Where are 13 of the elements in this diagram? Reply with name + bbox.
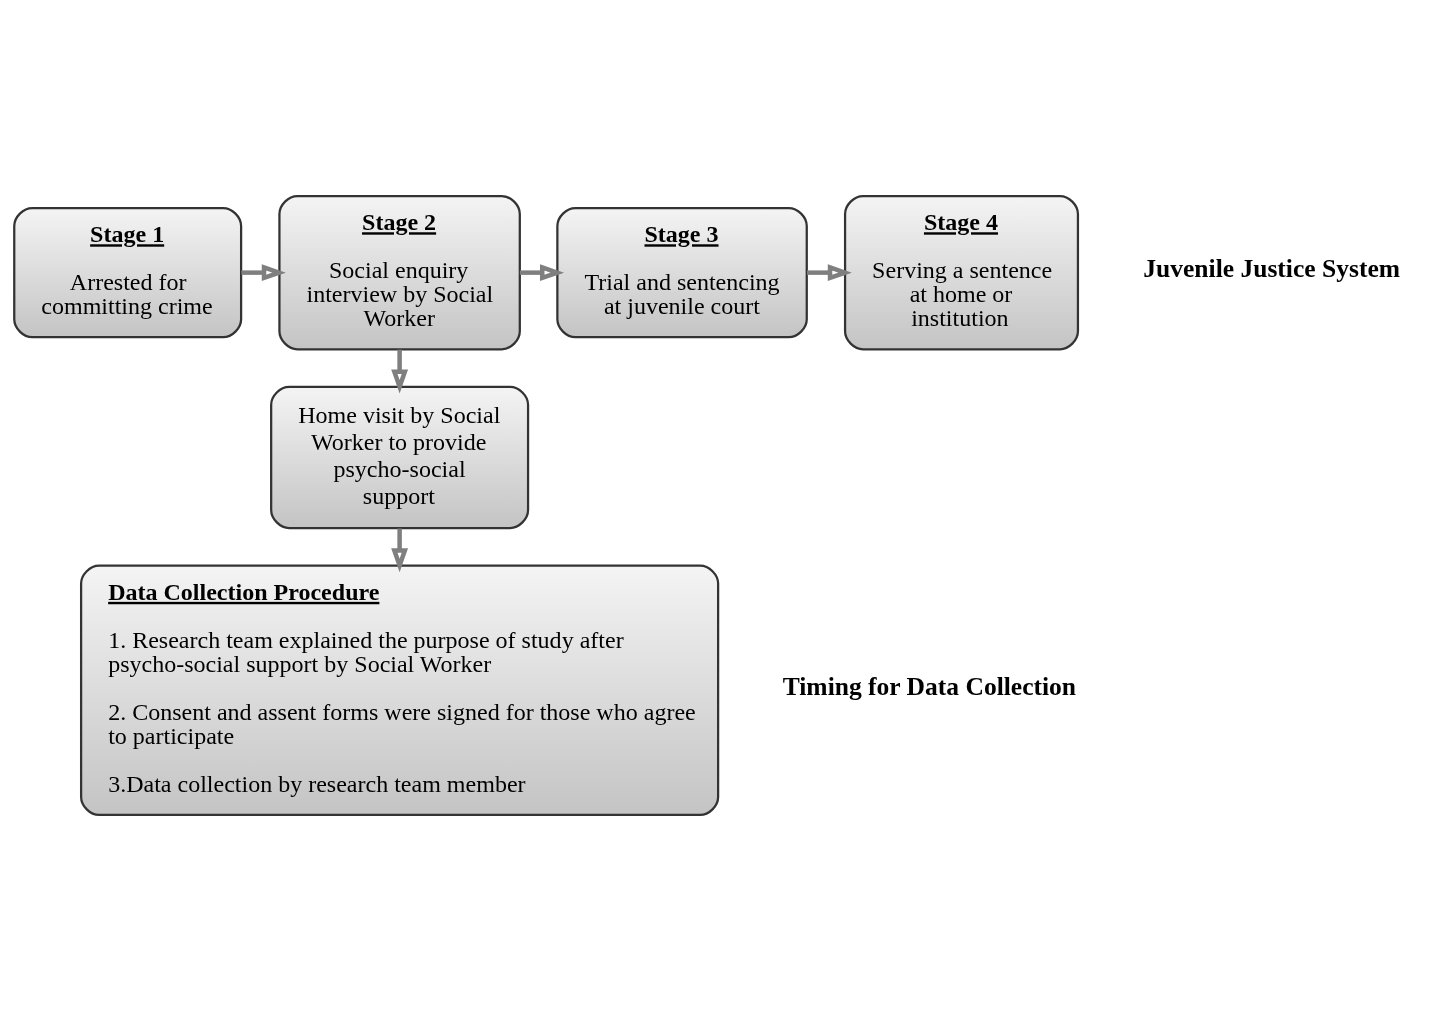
node-box: Data Collection Procedure 1. Research team explained the purpose of study after psycho-social support by Social Worker 2. Consent and assent forms were signed for those who agree to participate 3.Data collection by research team member (80, 563, 720, 816)
node-box: Stage 1 Arrested for committing crime (13, 206, 243, 338)
node-box: Stage 4 Serving a sentence at home or institution (843, 194, 1080, 350)
arrow (391, 349, 409, 394)
arrow (519, 263, 565, 281)
label: Timing for Data Collection (782, 671, 1077, 701)
node-box: Stage 2 Social enquiry interview by Social Worker (278, 194, 521, 350)
arrow (241, 263, 286, 281)
node-box: Stage 3 Trial and sentencing at juvenile court (556, 206, 808, 338)
arrow (391, 528, 409, 572)
label: Juvenile Justice System (1143, 253, 1401, 283)
arrow (807, 263, 852, 281)
node-box: Home visit by Social Worker to provide psycho-social support (270, 385, 530, 529)
